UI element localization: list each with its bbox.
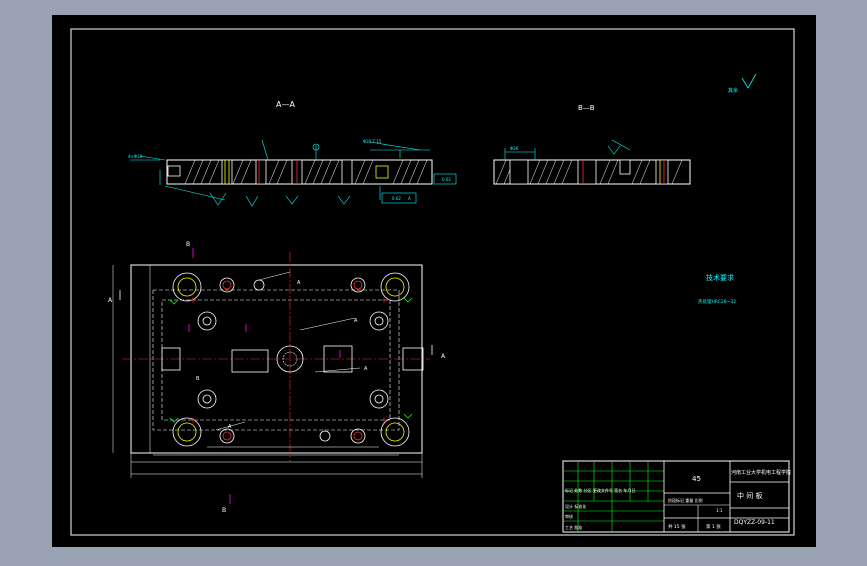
- section-aa-view: 4×Φ10 Φ30 T 15 0.02 0.02 A: [128, 139, 457, 207]
- svg-text:A: A: [408, 196, 411, 201]
- section-bb-view: Φ36: [493, 139, 691, 185]
- svg-text:A: A: [228, 424, 232, 430]
- section-aa-label: A—A: [276, 100, 295, 109]
- sheets-total-text: 共 15 张: [668, 523, 686, 530]
- svg-text:A: A: [297, 280, 301, 286]
- section-aa-hatch: [184, 159, 428, 185]
- tech-requirements-title: 技术要求: [706, 273, 734, 282]
- drawing-sheet: [52, 15, 816, 547]
- svg-text:4×Φ10: 4×Φ10: [128, 154, 143, 159]
- svg-text:A: A: [354, 318, 358, 324]
- small-holes: [197, 277, 389, 444]
- svg-text:设计 标准化: 设计 标准化: [565, 503, 586, 509]
- tolerance-frame-aa-right: 0.02: [433, 173, 457, 185]
- svg-text:标记 处数 分区 更改文件号 签名 年月日: 标记 处数 分区 更改文件号 签名 年月日: [565, 487, 635, 493]
- svg-text:B: B: [186, 241, 190, 248]
- svg-text:0.02: 0.02: [392, 196, 401, 201]
- svg-text:A: A: [364, 366, 368, 372]
- svg-text:工艺 批准: 工艺 批准: [565, 524, 582, 530]
- drawing-number-text: DQYZZ-09-11: [734, 519, 775, 526]
- svg-text:Φ36: Φ36: [510, 146, 519, 151]
- scale-value-text: 1:1: [716, 508, 723, 513]
- stage-mark-text: 阶段标记 重量 比例: [668, 497, 703, 503]
- part-name-text: 中 间 板: [737, 491, 762, 500]
- roughness-note: 其余: [728, 73, 757, 94]
- svg-text:A: A: [441, 353, 446, 360]
- svg-text:A: A: [108, 297, 113, 304]
- sheet-no-text: 第 1 张: [706, 523, 721, 530]
- tolerance-frame-aa-bottom: 0.02 A: [381, 192, 417, 204]
- svg-text:Φ30 T 15: Φ30 T 15: [363, 139, 382, 144]
- material-text: 45: [692, 475, 701, 483]
- svg-text:B: B: [196, 376, 200, 382]
- section-aa-dimensions: [130, 139, 430, 207]
- sheet-border: [70, 28, 795, 536]
- title-block: 45 河南工业大学机电工程学院 中 间 板 DQYZZ-09-11 阶段标记 重…: [562, 460, 791, 533]
- svg-text:B: B: [222, 507, 226, 514]
- section-bb-label: B—B: [578, 104, 595, 112]
- svg-text:其余: 其余: [728, 87, 738, 94]
- guide-holes: [172, 272, 410, 447]
- svg-text:审核: 审核: [565, 513, 573, 519]
- plan-view: B B A A A A A A B: [108, 241, 446, 514]
- school-text: 河南工业大学机电工程学院: [731, 469, 791, 476]
- svg-text:0.02: 0.02: [442, 177, 451, 182]
- tech-requirements-line1: 热处理HRC28~32: [698, 298, 736, 305]
